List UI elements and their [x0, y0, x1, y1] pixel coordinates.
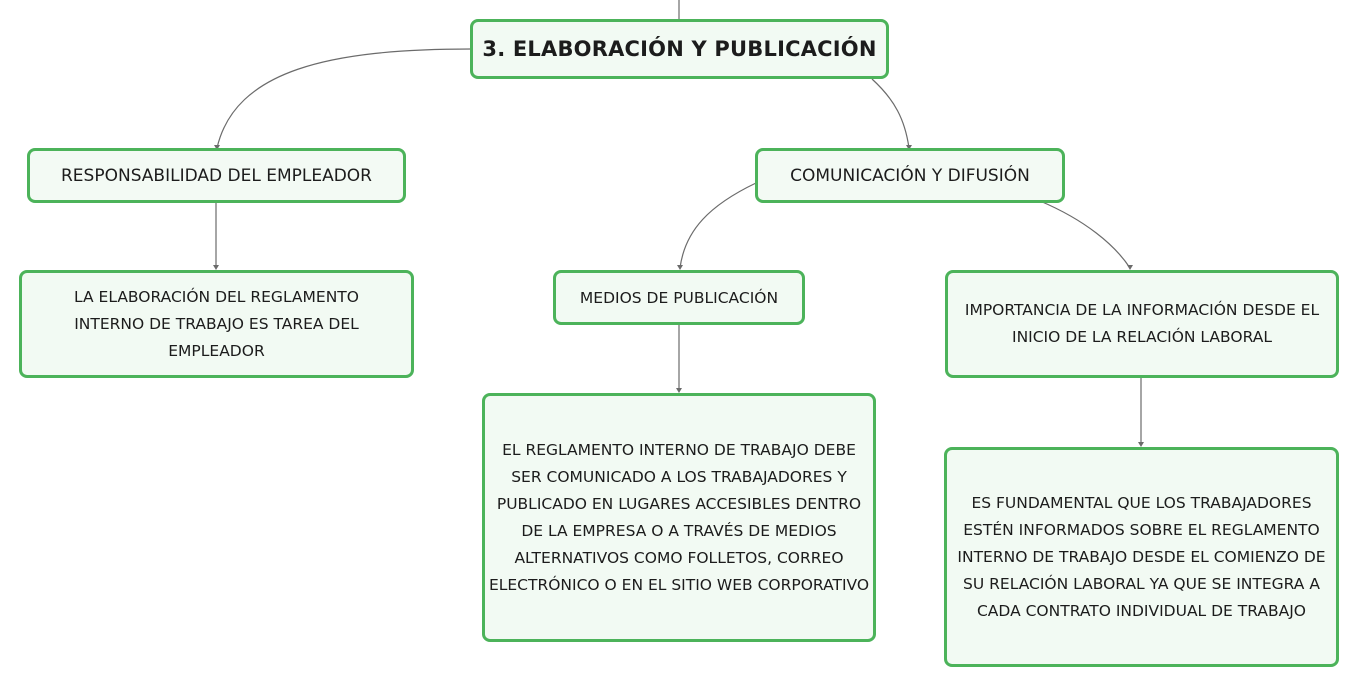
responsabilidad-label: RESPONSABILIDAD DEL EMPLEADOR	[61, 165, 372, 186]
root-topic-label: 3. ELABORACIÓN Y PUBLICACIÓN	[482, 37, 877, 61]
arrowhead	[906, 145, 912, 150]
connector-root-responsabilidad	[216, 48, 472, 149]
arrowhead	[1127, 265, 1133, 270]
connector-comunicacion-medios	[679, 182, 757, 269]
responsabilidad-detail-text: LA ELABORACIÓN DEL REGLAMENTO INTERNO DE…	[74, 287, 359, 360]
connector-root-comunicacion	[871, 78, 910, 149]
responsabilidad-node[interactable]: RESPONSABILIDAD DEL EMPLEADOR	[27, 148, 406, 203]
arrowhead	[676, 388, 682, 393]
medios-detail-node[interactable]: EL REGLAMENTO INTERNO DE TRABAJO DEBE SE…	[482, 393, 876, 642]
comunicacion-label: COMUNICACIÓN Y DIFUSIÓN	[790, 165, 1030, 186]
comunicacion-node[interactable]: COMUNICACIÓN Y DIFUSIÓN	[755, 148, 1065, 203]
importancia-label: IMPORTANCIA DE LA INFORMACIÓN DESDE EL I…	[964, 301, 1320, 346]
arrowhead	[1138, 442, 1144, 447]
root-topic-node[interactable]: 3. ELABORACIÓN Y PUBLICACIÓN	[470, 19, 889, 79]
importancia-node[interactable]: IMPORTANCIA DE LA INFORMACIÓN DESDE EL I…	[945, 270, 1339, 378]
importancia-detail-text: ES FUNDAMENTAL QUE LOS TRABAJADORES ESTÉ…	[957, 493, 1326, 620]
arrowhead	[213, 265, 219, 270]
medios-detail-text: EL REGLAMENTO INTERNO DE TRABAJO DEBE SE…	[488, 440, 870, 594]
medios-node[interactable]: MEDIOS DE PUBLICACIÓN	[553, 270, 805, 325]
responsabilidad-detail-node[interactable]: LA ELABORACIÓN DEL REGLAMENTO INTERNO DE…	[19, 270, 414, 378]
importancia-detail-node[interactable]: ES FUNDAMENTAL QUE LOS TRABAJADORES ESTÉ…	[944, 447, 1339, 667]
medios-label: MEDIOS DE PUBLICACIÓN	[579, 288, 779, 307]
arrowhead	[677, 265, 683, 270]
connector-comunicacion-importancia	[1039, 200, 1131, 269]
arrowhead	[214, 145, 220, 150]
